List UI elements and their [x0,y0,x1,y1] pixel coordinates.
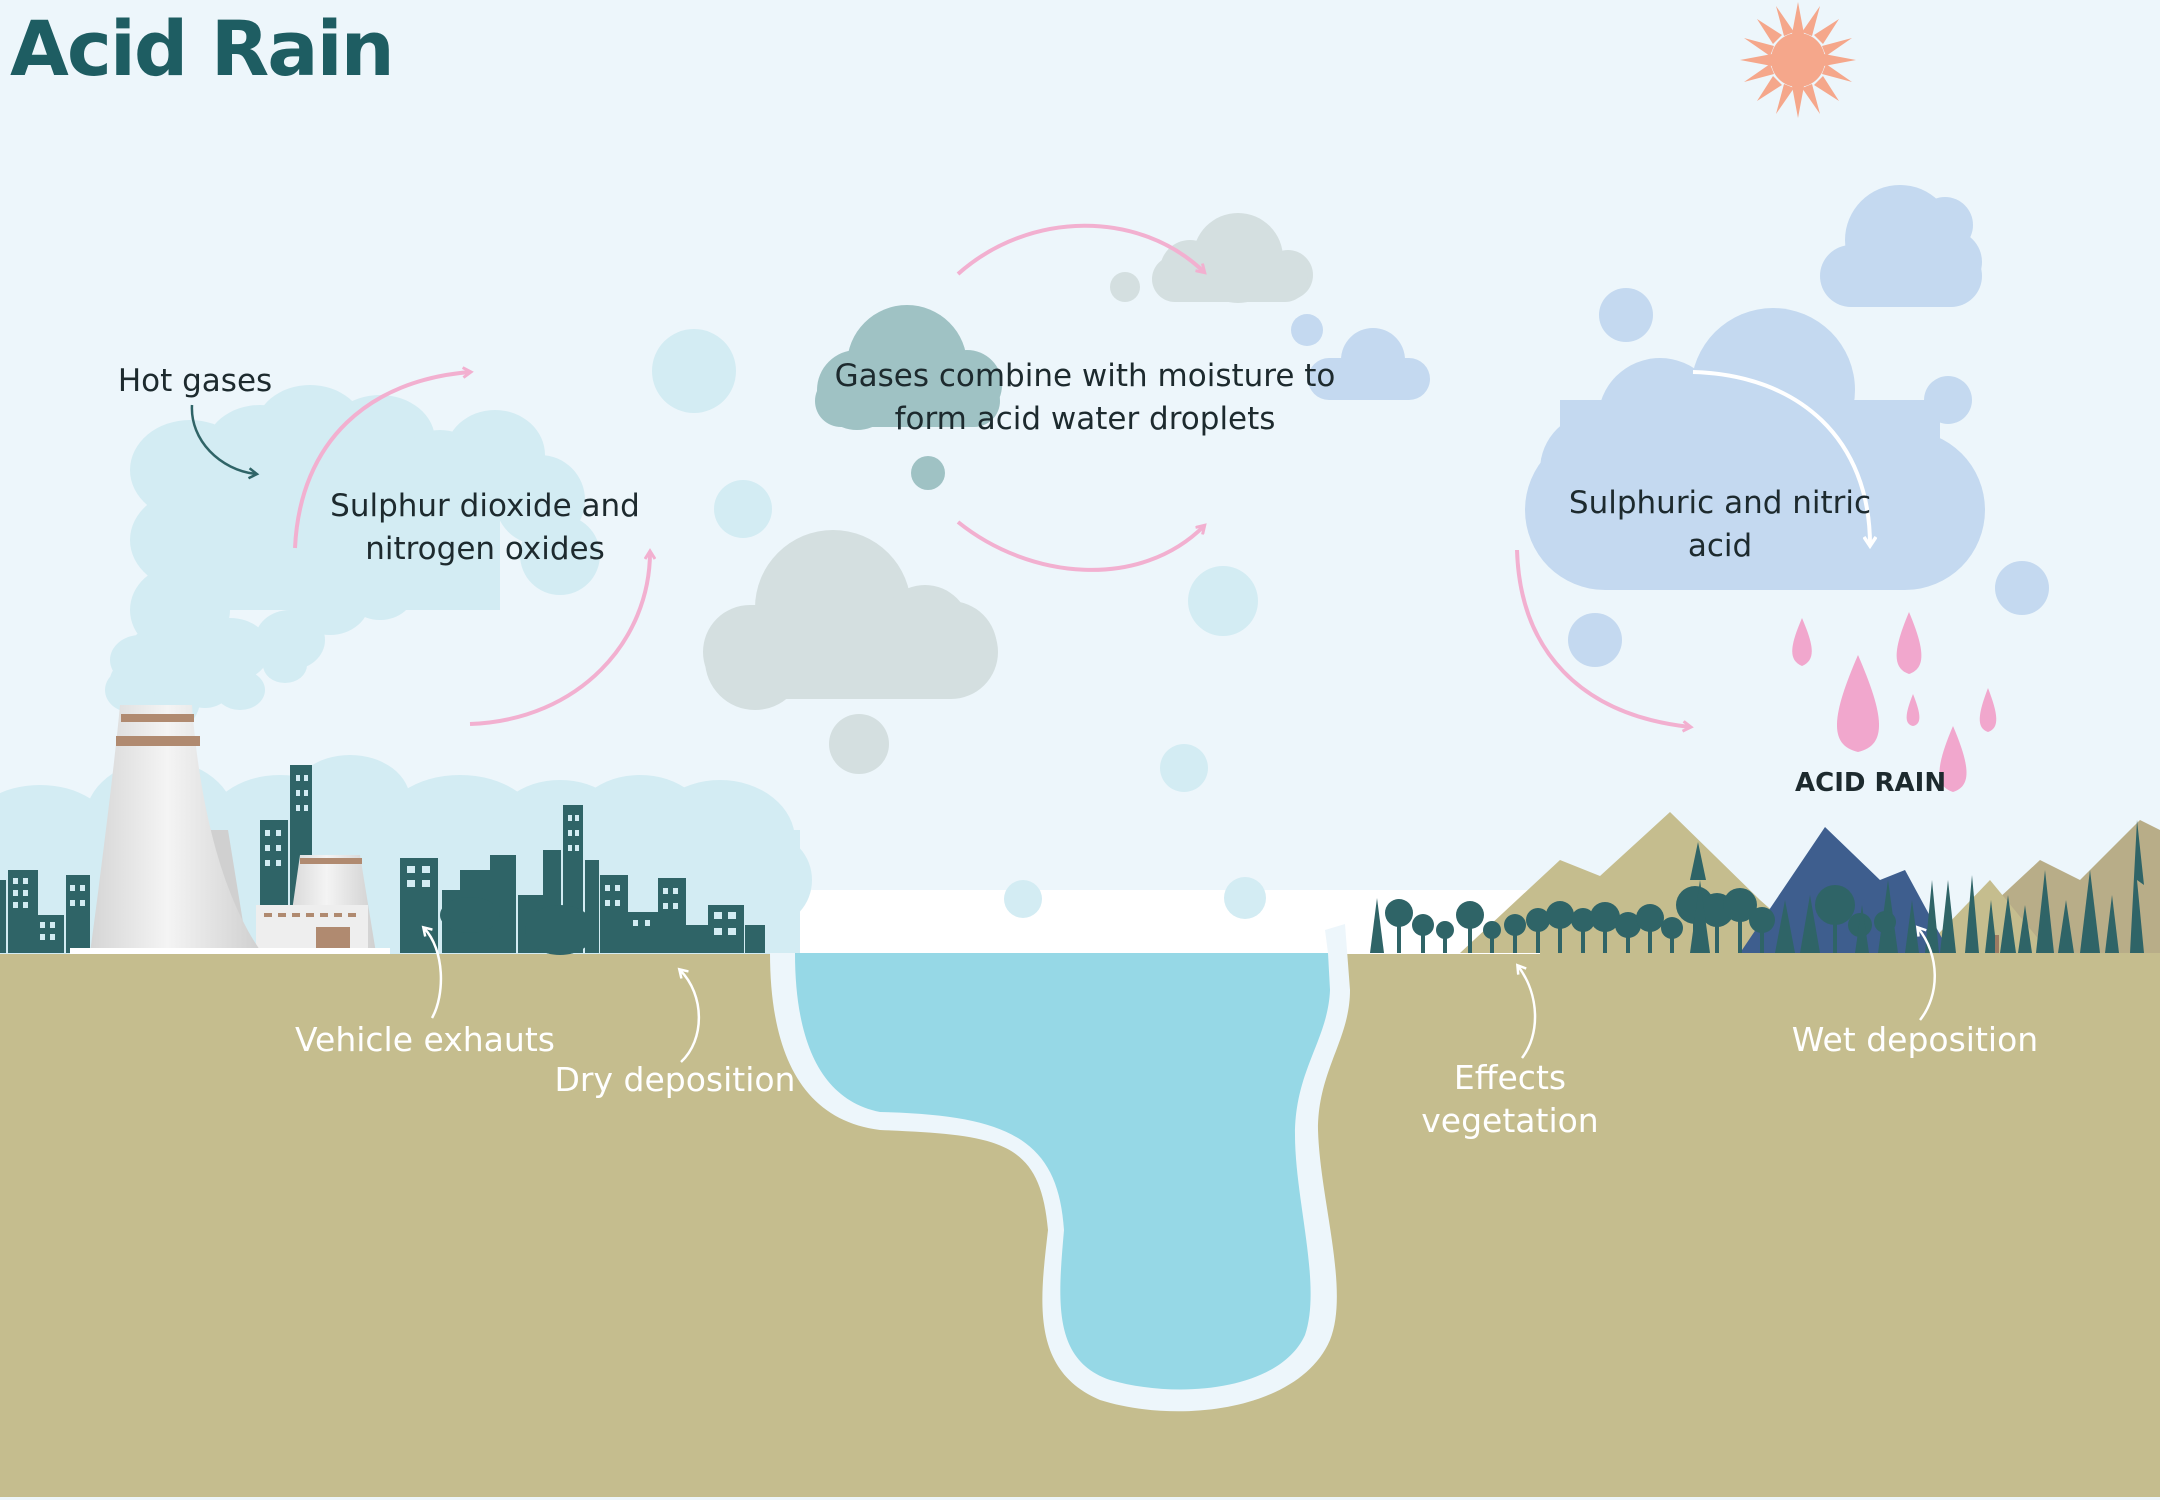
label-sulphur-dioxide: Sulphur dioxide and nitrogen oxides [330,488,640,567]
acid-rain-drops [1792,612,1997,792]
grey-cloud-top [1152,213,1313,303]
sun-icon [1740,2,1856,118]
label-sulphuric-nitric: Sulphuric and nitric acid [1568,485,1872,564]
label-wet-deposition: Wet deposition [1791,1020,2039,1059]
label-gases-combine: Gases combine with moisture to form acid… [834,358,1336,437]
label-vehicle-exhausts: Vehicle exhauts [295,1020,555,1059]
diagram-title: Acid Rain [10,4,395,93]
label-hot-gases: Hot gases [117,363,273,399]
power-plant [70,705,390,954]
lake [770,924,1350,1412]
label-effects-vegetation: Effects vegetation [1421,1058,1599,1140]
acid-cloud [1525,308,1985,590]
city-windows [13,775,736,940]
label-pointers [424,928,1936,1063]
label-acid-rain: ACID RAIN [1795,768,1947,798]
teal-cloud [815,305,1002,430]
blue-cloud-small [1308,328,1430,400]
blue-cloud-top-right [1820,185,1982,307]
forest [1370,820,2144,953]
condensation-arrow [1692,370,1870,545]
tower-smoke [105,385,600,735]
hot-gases-arrow [190,404,256,474]
grey-cloud-middle [703,530,998,710]
label-dry-deposition: Dry deposition [554,1060,796,1099]
process-arrows [293,223,1690,727]
